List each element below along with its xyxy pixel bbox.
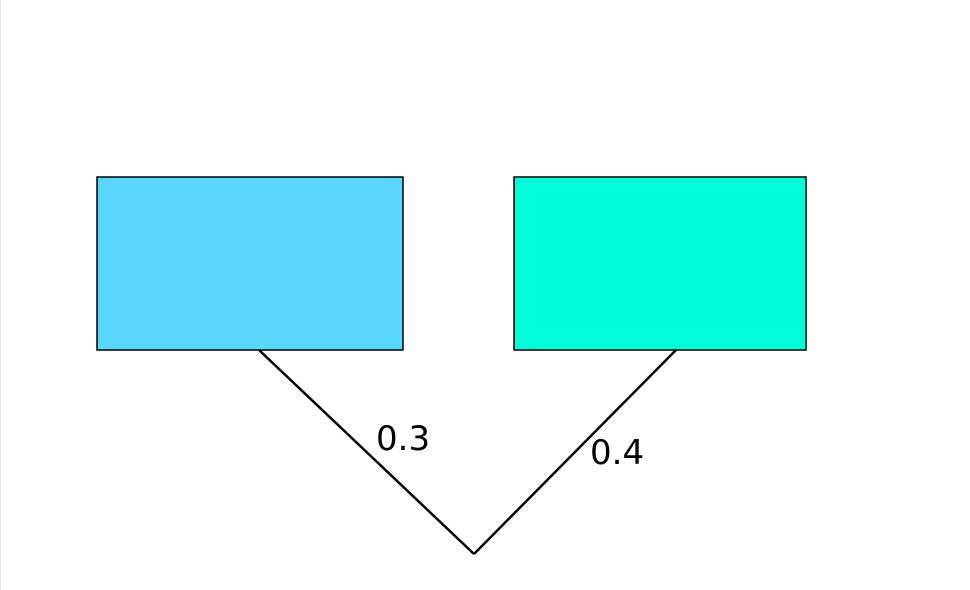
left-edge-label: 0.3: [376, 419, 430, 459]
left-connector-line: [258, 349, 475, 555]
left-box: [96, 176, 404, 351]
right-connector-line: [473, 349, 677, 555]
left-border: [0, 0, 1, 590]
right-edge-label: 0.4: [590, 433, 644, 473]
right-box: [513, 176, 807, 351]
